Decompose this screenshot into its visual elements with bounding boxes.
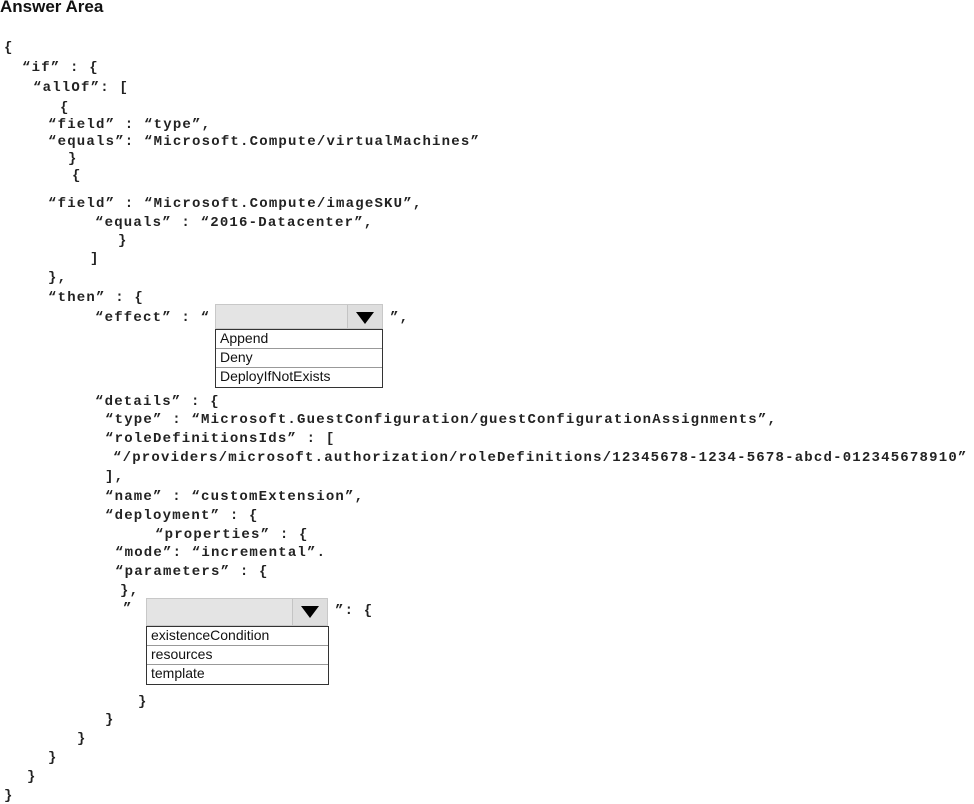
code-line: “then” : { xyxy=(48,290,145,306)
code-line: ] xyxy=(90,251,100,267)
code-line: “details” : { xyxy=(95,394,220,410)
effect-options-list: Append Deny DeployIfNotExists xyxy=(215,329,383,388)
code-line: “allOf”: [ xyxy=(33,80,130,96)
effect-option-deny[interactable]: Deny xyxy=(216,349,382,368)
code-line: { xyxy=(4,40,14,56)
key-option-template[interactable]: template xyxy=(151,665,205,681)
code-line: “mode”: “incremental”. xyxy=(115,545,327,561)
code-line: { xyxy=(60,100,70,116)
code-line: } xyxy=(118,233,128,249)
key-option-resources[interactable]: resources xyxy=(147,646,328,665)
effect-option-append[interactable]: Append xyxy=(216,330,382,349)
code-line: } xyxy=(77,731,87,747)
code-line: } xyxy=(4,788,14,804)
chevron-down-icon[interactable] xyxy=(292,599,327,625)
code-line: “field” : “Microsoft.Compute/imageSKU”, xyxy=(48,196,423,212)
effect-dropdown[interactable] xyxy=(215,304,383,329)
code-line: “roleDefinitionsIds” : [ xyxy=(105,431,336,447)
code-line: }, xyxy=(48,270,68,286)
code-line: } xyxy=(27,769,37,785)
code-line: { xyxy=(72,168,82,184)
code-line: “type” : “Microsoft.GuestConfiguration/g… xyxy=(105,412,778,428)
key-dropdown[interactable] xyxy=(146,598,328,626)
code-line: ”: { xyxy=(335,603,374,619)
code-line: “/providers/microsoft.authorization/role… xyxy=(113,450,968,466)
code-line: “equals” : “2016-Datacenter”, xyxy=(95,215,374,231)
chevron-down-icon[interactable] xyxy=(347,305,382,328)
code-line: “equals”: “Microsoft.Compute/virtualMach… xyxy=(48,134,481,150)
code-line: “parameters” : { xyxy=(115,564,269,580)
key-options-list: existenceCondition resources template xyxy=(146,626,329,685)
effect-option-deployifnotexists[interactable]: DeployIfNotExists xyxy=(220,368,331,384)
code-line: } xyxy=(48,750,58,766)
code-line: “if” : { xyxy=(22,60,99,76)
code-line: } xyxy=(105,712,115,728)
code-line: “deployment” : { xyxy=(105,508,259,524)
code-line: “field” : “type”, xyxy=(48,117,212,133)
code-line: ”, xyxy=(390,310,410,326)
code-line: “properties” : { xyxy=(155,527,309,543)
code-line: }, xyxy=(120,583,140,599)
key-option-existencecondition[interactable]: existenceCondition xyxy=(147,627,328,646)
code-line: } xyxy=(138,694,148,710)
code-line: “effect” : “ xyxy=(95,310,211,326)
code-line: “name” : “customExtension”, xyxy=(105,489,365,505)
code-line: ], xyxy=(105,469,125,485)
code-line: ” xyxy=(123,601,133,617)
code-line: } xyxy=(68,151,78,167)
answer-area-heading: Answer Area xyxy=(0,0,104,16)
